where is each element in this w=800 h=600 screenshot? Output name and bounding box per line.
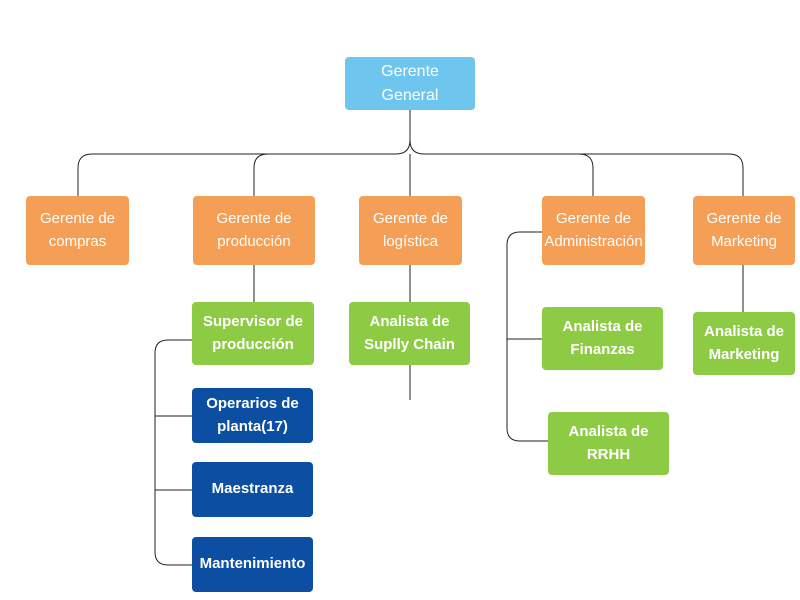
node-analista-supply-chain: Analista de Suplly Chain xyxy=(349,302,470,365)
connector-administracion xyxy=(578,153,594,196)
node-gerente-logistica: Gerente de logística xyxy=(359,196,462,265)
node-gerente-administracion: Gerente de Administración xyxy=(542,196,645,265)
node-analista-rrhh: Analista de RRHH xyxy=(548,412,669,475)
node-supervisor-produccion: Supervisor de producción xyxy=(192,302,314,365)
node-analista-finanzas: Analista de Finanzas xyxy=(542,307,663,370)
node-analista-marketing: Analista de Marketing xyxy=(693,312,795,375)
node-gerente-produccion: Gerente de producción xyxy=(193,196,315,265)
connector-supervisor-bracket xyxy=(154,339,192,566)
connector-admin-bracket xyxy=(506,231,548,442)
node-maestranza: Maestranza xyxy=(192,462,313,517)
node-gerente-compras: Gerente de compras xyxy=(26,196,129,265)
connector-trunk-right xyxy=(409,139,744,196)
node-operarios-planta: Operarios de planta(17) xyxy=(192,388,313,443)
node-mantenimiento: Mantenimiento xyxy=(192,537,313,592)
connector-trunk xyxy=(77,110,411,196)
connector-produccion xyxy=(253,153,269,196)
node-gerente-marketing: Gerente de Marketing xyxy=(693,196,795,265)
node-gerente-general: Gerente General xyxy=(345,57,475,110)
